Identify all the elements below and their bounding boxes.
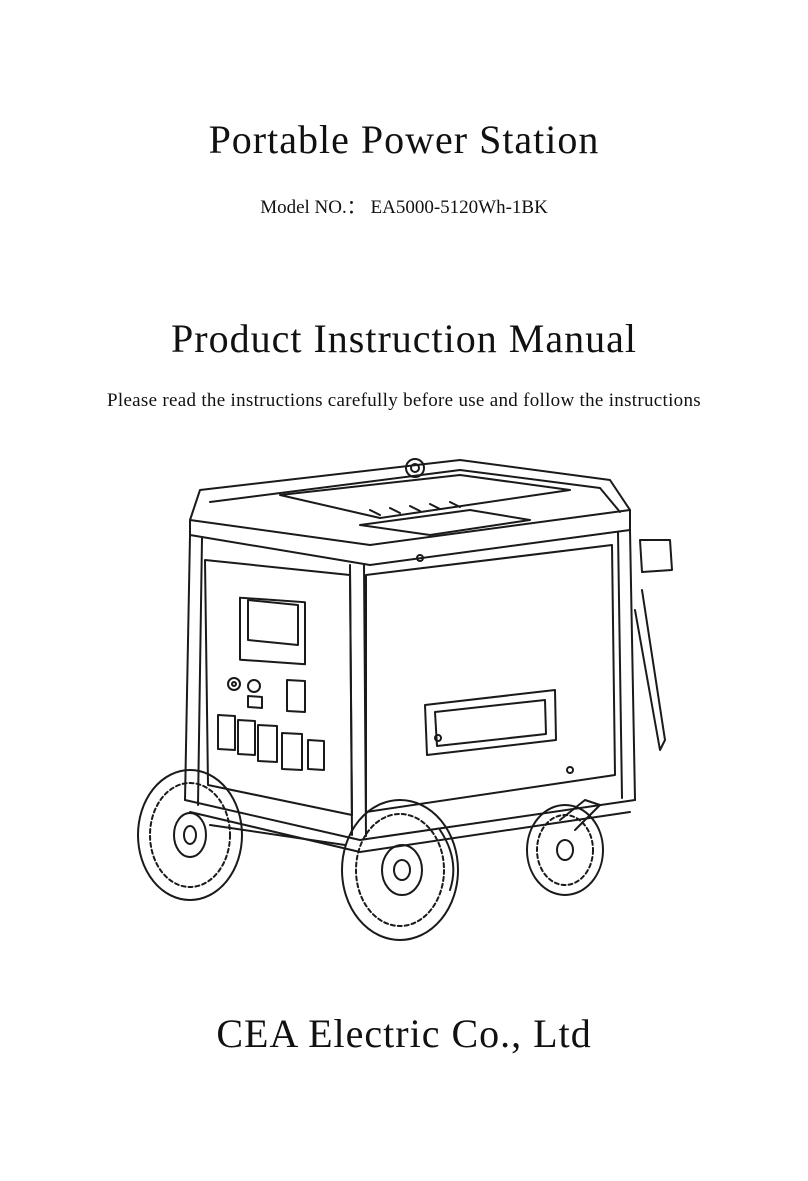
manual-title: Product Instruction Manual (171, 316, 637, 361)
front-panel (365, 544, 616, 813)
base-frame (184, 799, 636, 853)
company-name: CEA Electric Co., Ltd (216, 1011, 592, 1056)
model-number: Model NO.： EA5000-5120Wh-1BK (260, 197, 548, 218)
top-frame (189, 458, 631, 566)
control-panel (204, 559, 353, 816)
hidden-rear-wheel (439, 829, 455, 891)
left-rear-wheel (137, 769, 243, 901)
caster-wheel (526, 799, 604, 896)
product-title: Portable Power Station (208, 117, 600, 162)
front-wheel (341, 799, 459, 941)
reading-note: Please read the instructions carefully b… (107, 390, 701, 411)
power-station-illustration (130, 440, 680, 950)
